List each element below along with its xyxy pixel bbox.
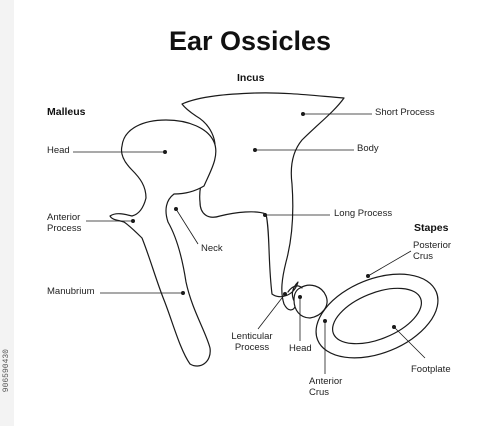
label-stapes-head: Head [289,343,312,354]
group-label-stapes: Stapes [414,222,449,234]
stapes-head [293,284,328,319]
label-malleus-head: Head [47,145,70,156]
stock-id-text: 906590430 [2,348,11,392]
label-lenticular-process: Lenticular Process [231,331,273,353]
label-posterior-crus: Posterior Crus [413,240,452,262]
label-anterior-crus: Anterior Crus [309,376,343,398]
group-label-malleus: Malleus [47,106,86,118]
group-label-incus: Incus [237,72,265,84]
label-short-process: Short Process [375,107,435,118]
label-neck: Neck [201,243,223,254]
incus-bone [181,92,345,311]
stapes-ring-inner [331,287,423,345]
label-footplate: Footplate [411,364,451,375]
label-body: Body [357,143,379,154]
stock-id-strip: 906590430 [0,0,14,426]
stapes-neck [287,285,303,293]
diagram-title: Ear Ossicles [168,26,332,56]
label-manubrium: Manubrium [47,286,95,297]
label-long-process: Long Process [334,208,393,219]
malleus-bone [109,119,217,367]
label-anterior-process: Anterior Process [47,212,82,234]
